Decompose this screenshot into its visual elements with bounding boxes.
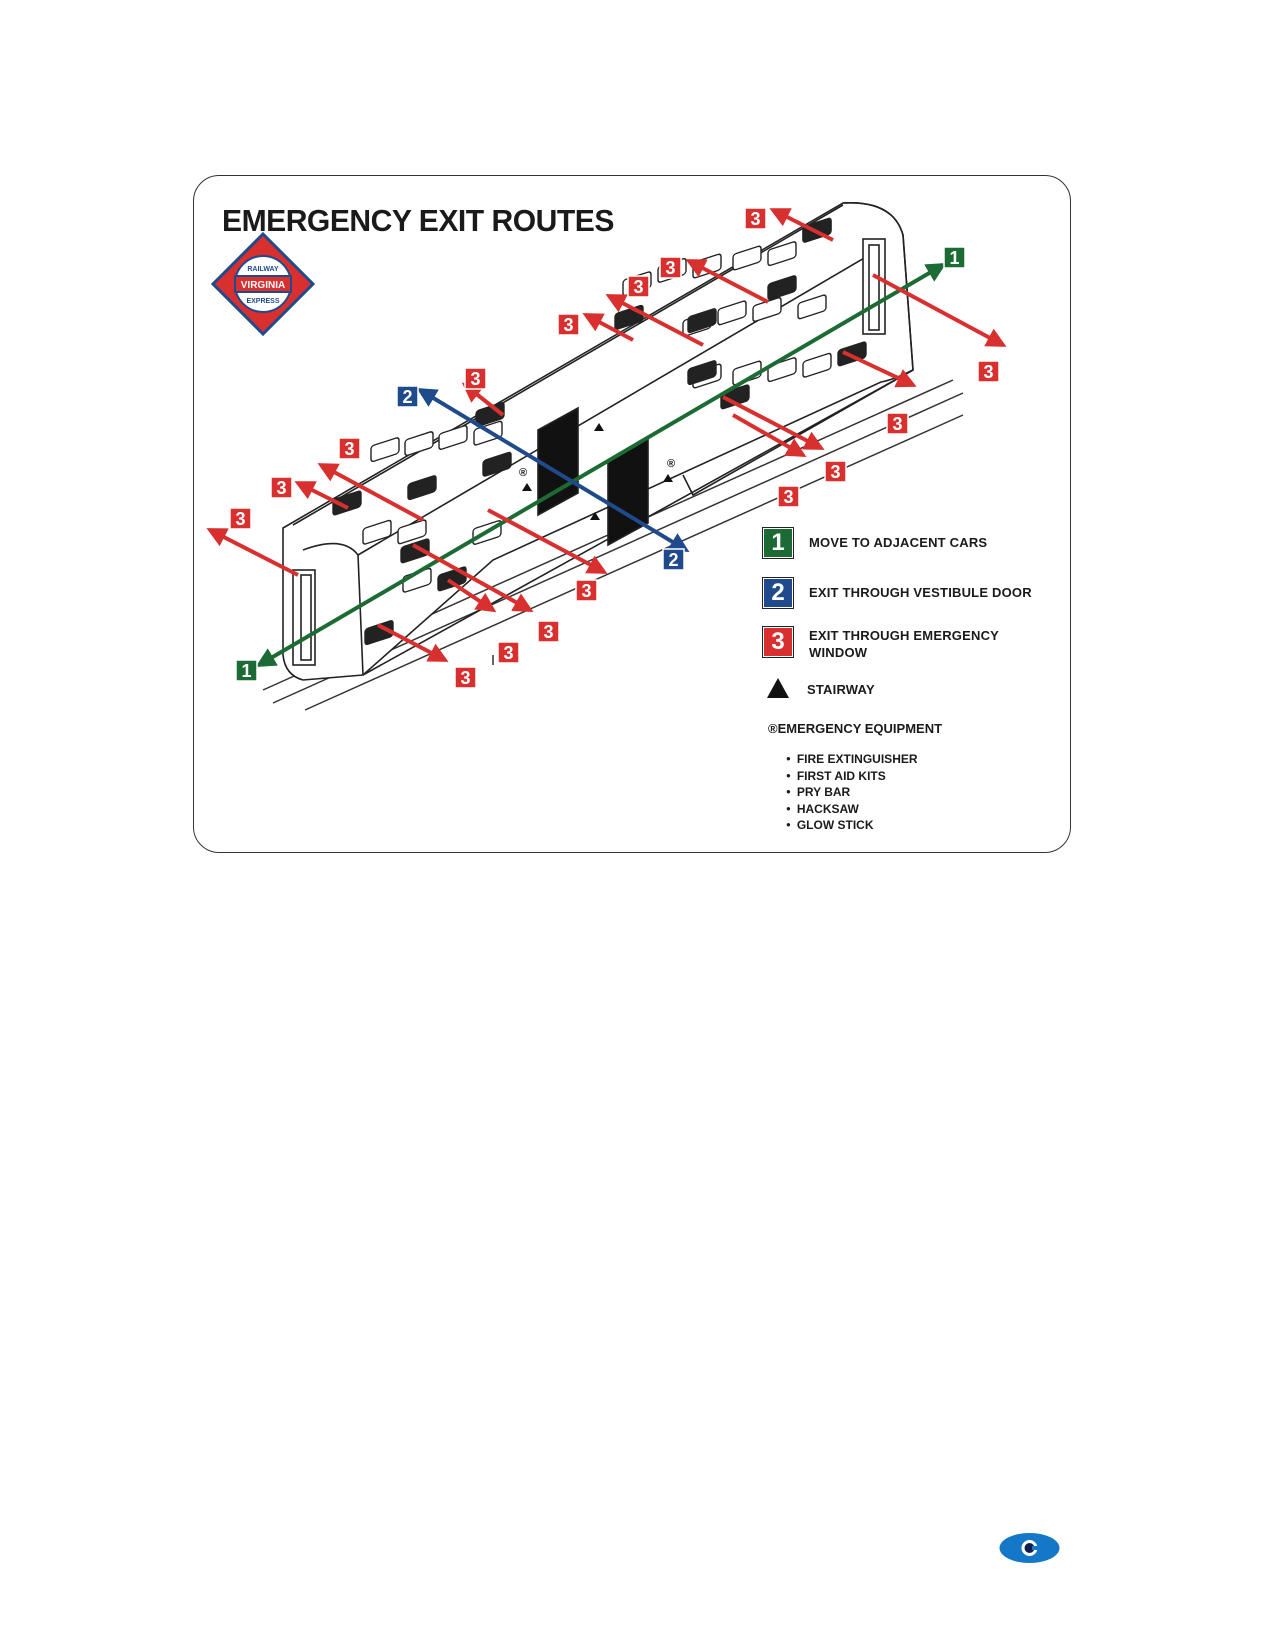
route3-arrows bbox=[206, 208, 1007, 662]
svg-text:1: 1 bbox=[949, 248, 959, 268]
legend-label-1: MOVE TO ADJACENT CARS bbox=[809, 535, 988, 550]
stairway-triangle-icon bbox=[767, 678, 789, 698]
svg-text:3: 3 bbox=[563, 315, 573, 335]
equipment-item: HACKSAW bbox=[786, 802, 918, 819]
badge-3-g: 3 bbox=[270, 476, 293, 499]
legend-label-3: EXIT THROUGH EMERGENCY WINDOW bbox=[809, 628, 999, 660]
svg-text:3: 3 bbox=[750, 209, 760, 229]
train-car bbox=[282, 202, 914, 681]
badge-3-p: 3 bbox=[454, 666, 477, 689]
svg-text:2: 2 bbox=[402, 387, 412, 407]
legend-route3: 3 EXIT THROUGH EMERGENCY WINDOW bbox=[762, 626, 1029, 661]
equipment-title-text: EMERGENCY EQUIPMENT bbox=[777, 721, 943, 736]
logo-top-text: RAILWAY bbox=[247, 266, 279, 273]
svg-text:2: 2 bbox=[668, 550, 678, 570]
svg-text:3: 3 bbox=[830, 462, 840, 482]
svg-text:3: 3 bbox=[235, 509, 245, 529]
badge-3-i: 3 bbox=[977, 360, 1000, 383]
train-diagram: VIRGINIA RAILWAY EXPRESS bbox=[206, 202, 1007, 711]
footer-logo-icon bbox=[998, 1532, 1061, 1564]
badge-3-n: 3 bbox=[537, 620, 560, 643]
equipment-title: ®EMERGENCY EQUIPMENT bbox=[768, 721, 942, 736]
badge-1-right: 1 bbox=[943, 246, 966, 269]
svg-text:3: 3 bbox=[633, 277, 643, 297]
badge-3-d: 3 bbox=[557, 313, 580, 336]
legend-route1: 1 MOVE TO ADJACENT CARS bbox=[762, 527, 988, 559]
svg-text:3: 3 bbox=[470, 369, 480, 389]
badge-3-j: 3 bbox=[886, 412, 909, 435]
svg-text:3: 3 bbox=[581, 581, 591, 601]
vre-logo: VIRGINIA RAILWAY EXPRESS bbox=[210, 231, 316, 337]
badge-3-k: 3 bbox=[824, 460, 847, 483]
legend-stairway: STAIRWAY bbox=[764, 678, 875, 698]
badge-2-bottom: 2 bbox=[662, 548, 685, 571]
legend-stairway-label: STAIRWAY bbox=[807, 682, 875, 697]
route2-arrow bbox=[416, 387, 690, 553]
svg-text:3: 3 bbox=[783, 487, 793, 507]
logo-middle-text: VIRGINIA bbox=[241, 280, 285, 291]
badge-3-e: 3 bbox=[464, 367, 487, 390]
badge-2-top: 2 bbox=[396, 385, 419, 408]
badge-3-b: 3 bbox=[659, 256, 682, 279]
legend-route2: 2 EXIT THROUGH VESTIBULE DOOR bbox=[762, 577, 1032, 609]
badge-1-left: 1 bbox=[235, 659, 258, 682]
svg-text:3: 3 bbox=[983, 362, 993, 382]
logo-bottom-text: EXPRESS bbox=[246, 298, 279, 305]
badge-3-a: 3 bbox=[744, 207, 767, 230]
legend-badge-2: 2 bbox=[762, 577, 794, 609]
equipment-marker-1: ® bbox=[519, 467, 527, 479]
legend-badge-1: 1 bbox=[762, 527, 794, 559]
equipment-item: GLOW STICK bbox=[786, 818, 918, 835]
equipment-item: FIRE EXTINGUISHER bbox=[786, 752, 918, 769]
route-badges: 1 1 2 2 3 3 3 3 3 3 3 3 3 3 3 3 3 3 3 3 bbox=[229, 207, 1000, 689]
badge-3-m: 3 bbox=[575, 579, 598, 602]
svg-text:3: 3 bbox=[665, 258, 675, 278]
svg-text:3: 3 bbox=[503, 643, 513, 663]
equipment-list: FIRE EXTINGUISHER FIRST AID KITS PRY BAR… bbox=[786, 752, 918, 835]
badge-3-l: 3 bbox=[777, 485, 800, 508]
svg-text:3: 3 bbox=[543, 622, 553, 642]
equipment-marker-2: ® bbox=[667, 458, 675, 470]
equipment-item: PRY BAR bbox=[786, 785, 918, 802]
badge-3-o: 3 bbox=[497, 641, 520, 664]
badge-3-f: 3 bbox=[338, 437, 361, 460]
svg-text:3: 3 bbox=[344, 439, 354, 459]
svg-text:3: 3 bbox=[276, 478, 286, 498]
equipment-item: FIRST AID KITS bbox=[786, 769, 918, 786]
badge-3-c: 3 bbox=[627, 275, 650, 298]
svg-text:1: 1 bbox=[241, 661, 251, 681]
sign-title: EMERGENCY EXIT ROUTES bbox=[222, 203, 614, 238]
legend-label-2: EXIT THROUGH VESTIBULE DOOR bbox=[809, 585, 1032, 600]
svg-text:3: 3 bbox=[892, 414, 902, 434]
equipment-symbol: ® bbox=[768, 721, 778, 736]
svg-text:3: 3 bbox=[460, 668, 470, 688]
badge-3-h: 3 bbox=[229, 507, 252, 530]
legend-badge-3: 3 bbox=[762, 626, 794, 658]
